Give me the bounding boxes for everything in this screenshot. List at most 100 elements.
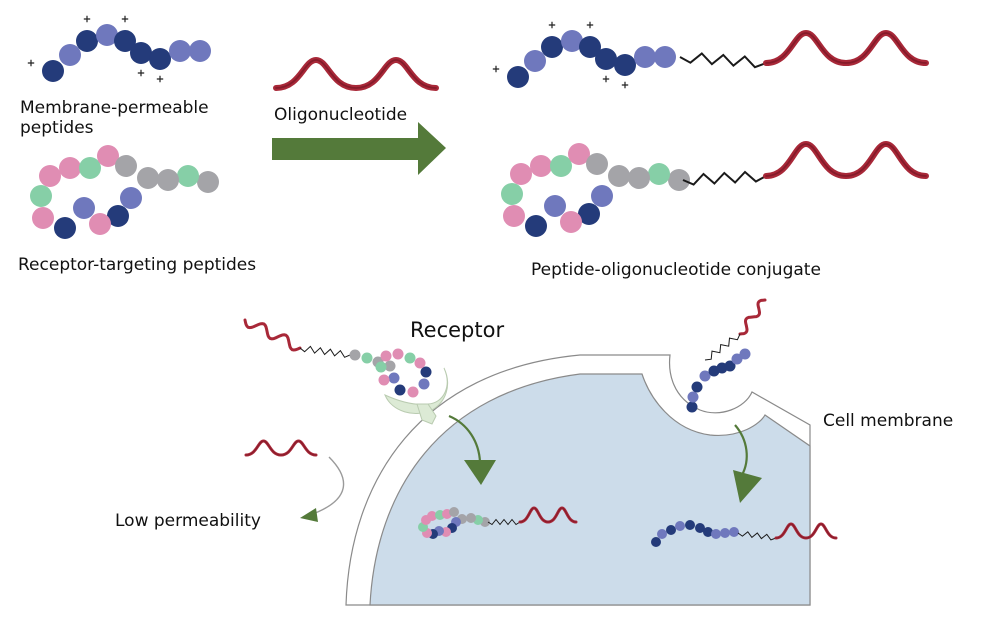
receptor-targeting-residue (197, 171, 219, 193)
receptor-bound-residue (349, 349, 361, 361)
low-permeability-arrow-line (309, 456, 345, 516)
conjugate-b-residue (525, 215, 547, 237)
label-membrane-permeable-line1: Membrane-permeable (20, 98, 209, 118)
conjugate-b-residue (510, 163, 532, 185)
main-arrow[interactable] (272, 122, 446, 175)
conjugate-b-residue (628, 167, 650, 189)
membrane-permeable-residue (114, 30, 136, 52)
conjugate-a-residue (524, 50, 546, 72)
positive-charge-icon (586, 21, 594, 29)
conjugate-b-residue (501, 183, 523, 205)
conjugate-b-residue (560, 211, 582, 233)
receptor-targeting-residue (115, 155, 137, 177)
conjugate-a-residue (614, 54, 636, 76)
internalized-b-residue (695, 523, 705, 533)
conjugate-b-residue (608, 165, 630, 187)
receptor-targeting-residue (73, 197, 95, 219)
oligonucleotide-ribbon (243, 318, 302, 352)
positive-charge-icon (121, 15, 129, 23)
endocytosis-arrowhead (733, 470, 762, 503)
receptor-bound-residue (388, 372, 400, 384)
receptor-targeting-residue (89, 213, 111, 235)
receptor-targeting-residue (157, 169, 179, 191)
endocytosis-arrow-line (734, 424, 748, 476)
receptor-uptake-arrow-line (448, 414, 482, 463)
receptor-targeting-residue (137, 167, 159, 189)
label-oligonucleotide: Oligonucleotide (274, 105, 408, 125)
receptor-bound-residue (418, 378, 430, 390)
internalized-b-residue (657, 529, 667, 539)
molecules (27, 15, 929, 547)
positive-charge-icon (602, 75, 610, 83)
receptor-bound-residue (407, 386, 419, 398)
cell (345, 354, 811, 606)
label-low-permeability: Low permeability (115, 511, 261, 531)
low-permeability-arrowhead (300, 508, 318, 522)
conjugate-b-residue (544, 195, 566, 217)
receptor-targeting-residue (32, 207, 54, 229)
linker-chain (679, 52, 767, 69)
endocytosis-residue (724, 360, 736, 372)
label-receptor-targeting: Receptor-targeting peptides (18, 255, 257, 275)
membrane-permeable-residue (189, 40, 211, 62)
positive-charge-icon (548, 21, 556, 29)
linker-chain (487, 518, 521, 526)
positive-charge-icon (137, 69, 145, 77)
conjugate-b-residue (530, 155, 552, 177)
oligonucleotide (273, 56, 439, 92)
membrane-permeable-residue (96, 24, 118, 46)
receptor-bound-residue (392, 348, 404, 360)
receptor-bound-residue (394, 384, 406, 396)
conjugate-b-residue (648, 163, 670, 185)
linker-chain (682, 170, 767, 186)
oligonucleotide-ribbon (738, 298, 767, 336)
internalized-b-residue (711, 529, 721, 539)
receptor-targeting-residue (107, 205, 129, 227)
endocytosis-residue (686, 401, 698, 413)
receptor-cup (384, 367, 448, 414)
receptor-bound-residue (414, 357, 426, 369)
membrane-permeable-residue (130, 42, 152, 64)
receptor-targeting-residue (59, 157, 81, 179)
internalized-conjugate-receptor (418, 506, 578, 539)
conjugate-receptor-targeting (501, 140, 929, 237)
oligonucleotide-ribbon-shade (765, 32, 927, 64)
conjugate-b-residue (550, 155, 572, 177)
membrane-permeable-residue (76, 30, 98, 52)
conjugate-b-residue (568, 143, 590, 165)
receptor-targeting-residue (177, 165, 199, 187)
receptor-stem (416, 403, 437, 425)
receptor-targeting-residue (120, 187, 142, 209)
receptor-uptake-arrowhead (464, 460, 496, 485)
endocytosis-residue (691, 381, 703, 393)
conjugate-a-residue (579, 36, 601, 58)
conjugate-b-residue (503, 205, 525, 227)
receptor-targeting-residue (97, 145, 119, 167)
internalized-b-residue (666, 525, 676, 535)
receptor-bound-residue (404, 352, 416, 364)
positive-charge-icon (27, 59, 35, 67)
conjugate-a-residue (541, 36, 563, 58)
endocytosis-residue (739, 348, 751, 360)
conjugate-b-residue (591, 185, 613, 207)
positive-charge-icon (83, 15, 91, 23)
label-cell-membrane: Cell membrane (823, 411, 954, 431)
internalized-a-residue (427, 511, 437, 521)
internalized-b-residue (720, 528, 730, 538)
receptor-targeting-peptide (30, 145, 219, 239)
linker-chain (299, 345, 351, 358)
conjugate-b-residue (578, 203, 600, 225)
receptor-bound-residue (420, 366, 432, 378)
internalized-b-residue (685, 520, 695, 530)
label-conjugate: Peptide-oligonucleotide conjugate (531, 260, 821, 280)
label-membrane-permeable: Membrane-permeable peptides (20, 98, 209, 138)
receptor-bound-residue (361, 352, 373, 364)
conjugate-a-residue (561, 30, 583, 52)
endocytosis-residue (731, 353, 743, 365)
receptor-bound-residue (384, 360, 396, 372)
oligonucleotide-ribbon-shade (245, 440, 317, 456)
oligonucleotide-ribbon-shade (775, 523, 837, 539)
receptor-targeting-residue (30, 185, 52, 207)
conjugate-a-residue (654, 46, 676, 68)
